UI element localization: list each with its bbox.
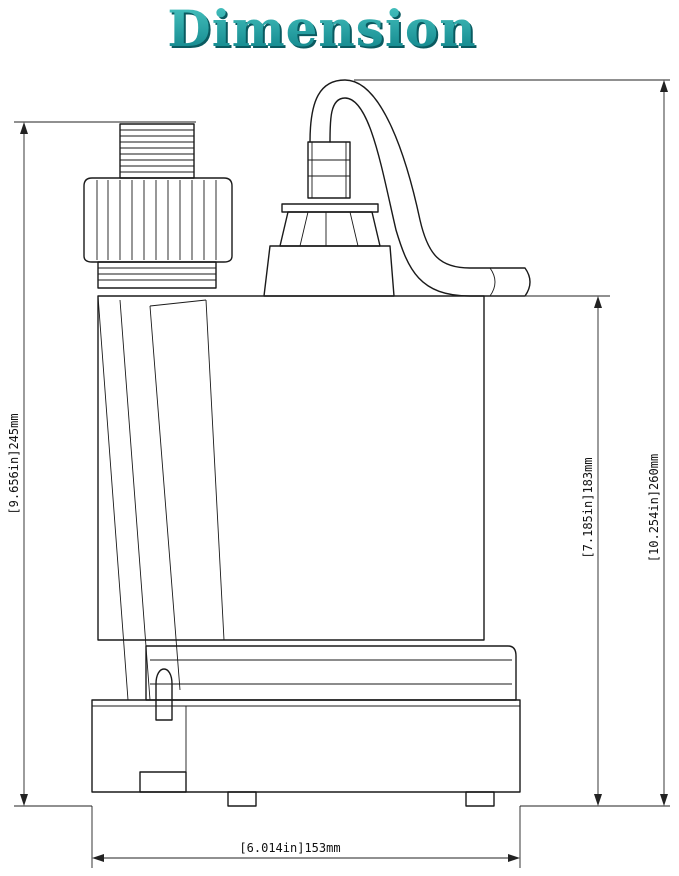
page-title: Dimension	[167, 0, 476, 58]
body-height-label: [7.185in]183mm	[581, 457, 595, 558]
page-title-shadow: Dimension	[169, 1, 478, 60]
motor-housing	[97, 295, 485, 701]
dimension-labels: [9.656in]245mm [7.185in]183mm [10.254in]…	[7, 413, 661, 855]
total-height-left-label: [9.656in]245mm	[7, 413, 21, 514]
pump-base	[91, 645, 521, 807]
discharge-nut	[83, 177, 233, 263]
width-label: [6.014in]153mm	[239, 841, 340, 855]
discharge-thread	[119, 123, 195, 179]
power-cord	[309, 79, 531, 297]
dimension-lines	[14, 79, 670, 868]
pump-outline	[83, 79, 531, 807]
cord-grommet	[263, 141, 395, 297]
lower-thread	[97, 261, 217, 289]
total-height-right-label: [10.254in]260mm	[647, 454, 661, 562]
